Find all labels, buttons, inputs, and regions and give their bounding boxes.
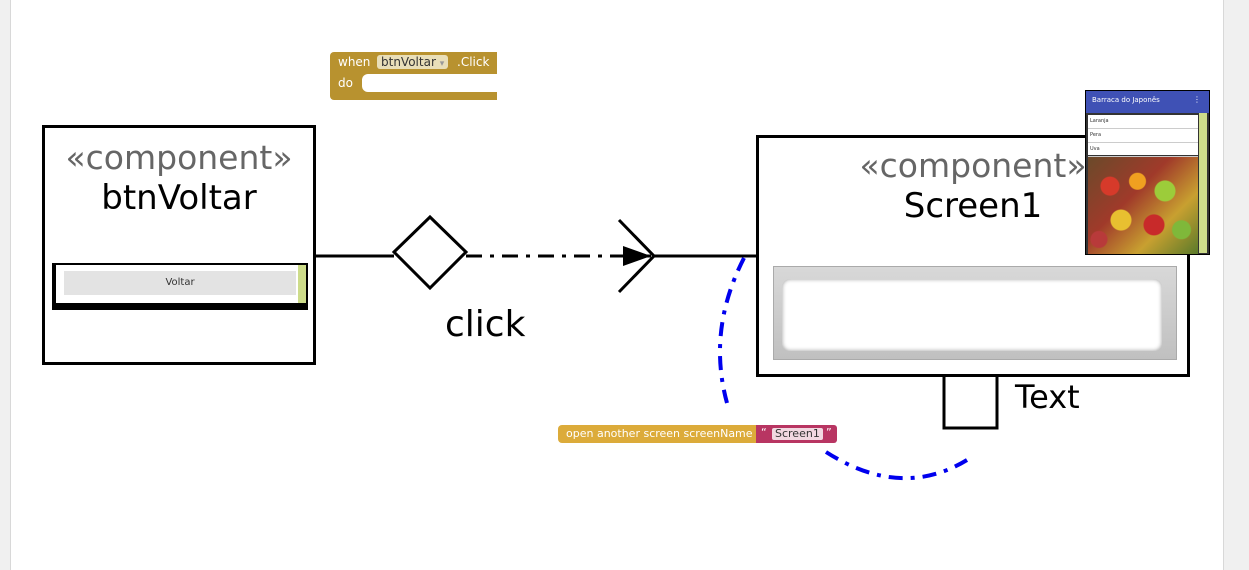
component-btnvoltar: «component» btnVoltar [42,125,316,365]
button-preview-edge [298,265,306,303]
textbox-preview [773,266,1177,360]
fruit-stand-image [1088,157,1198,254]
screen-name-text-block[interactable]: “ Screen1 ” [756,425,837,443]
connector-label: click [445,304,526,345]
stereotype-label: «component» [65,138,293,177]
close-quote: ” [826,426,832,439]
blue-arc-upper [718,257,746,404]
phone-screenshot: Barraca do Japonês ⋮ Laranja Pera Uva [1085,90,1210,255]
voltar-button[interactable]: Voltar [64,271,296,295]
list-item[interactable]: Laranja [1088,115,1198,129]
component-dropdown[interactable]: btnVoltar ▾ [377,55,449,69]
list-item[interactable]: Uva [1088,143,1198,157]
dropdown-arrow-icon: ▾ [439,59,445,69]
blue-arc-lower [824,450,969,481]
open-screen-label: open another screen screenName [566,427,753,440]
port-label: Text [1015,378,1080,416]
open-quote: “ [761,426,767,439]
diagram-canvas: when btnVoltar ▾ .Click do «component» b… [10,0,1224,570]
voltar-button-preview: Voltar [52,263,308,310]
fruit-list: Laranja Pera Uva [1088,115,1198,157]
diagram-connectors [316,214,999,481]
do-keyword: do [338,76,353,90]
component-dropdown-value: btnVoltar [381,55,436,69]
screen-name-value: Screen1 [772,428,823,440]
app-title: Barraca do Japonês [1092,96,1160,104]
app-bar: Barraca do Japonês ⋮ [1086,91,1209,113]
do-slot[interactable] [362,74,502,92]
list-item[interactable]: Pera [1088,129,1198,143]
open-another-screen-block[interactable]: open another screen screenName [558,425,760,443]
when-click-event-block[interactable]: when btnVoltar ▾ .Click do [330,52,502,100]
button-preview-frame: Voltar [56,265,298,303]
component-name: btnVoltar [101,178,257,218]
arrowhead-filled [623,246,651,266]
when-keyword: when [338,55,371,69]
component-name: Screen1 [903,186,1043,226]
textbox-field[interactable] [782,279,1162,351]
phone-side-edge [1199,113,1207,253]
stereotype-label: «component» [859,146,1087,185]
port-square [942,373,999,430]
menu-icon: ⋮ [1193,95,1201,104]
event-name: .Click [457,55,490,69]
diamond-shape [391,214,469,291]
